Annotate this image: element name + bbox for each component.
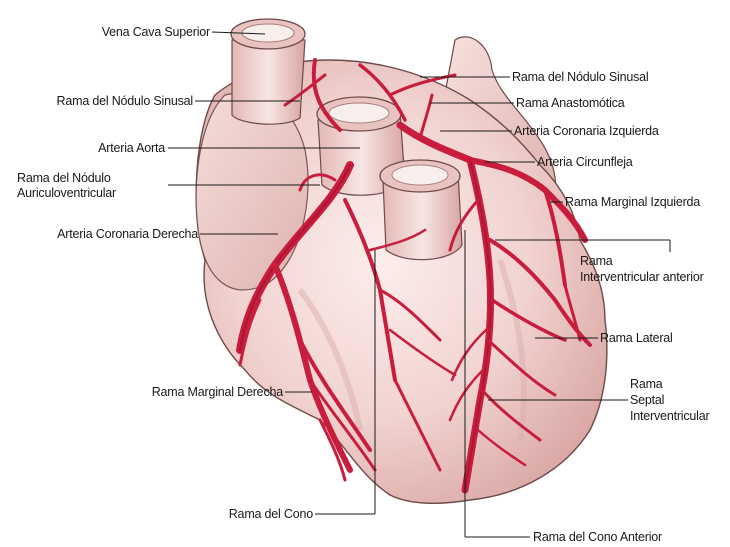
label-conus-branch: Rama del Cono <box>229 507 313 521</box>
label-right-coronary-artery: Arteria Coronaria Derecha <box>57 227 198 241</box>
label-left-marginal-branch: Rama Marginal Izquierda <box>565 195 700 209</box>
label-sinus-node-branch-left: Rama del Nódulo Sinusal <box>57 94 193 108</box>
label-av-node-branch-line1: Rama del Nódulo <box>17 171 111 185</box>
label-right-marginal-branch: Rama Marginal Derecha <box>152 385 283 399</box>
label-av-node-branch-line2: Auriculoventricular <box>17 186 116 200</box>
superior-vena-cava <box>232 40 305 124</box>
label-anterior-interventricular-line2: Interventricular anterior <box>580 270 704 284</box>
label-anterior-interventricular-line1: Rama <box>580 254 613 268</box>
label-circumflex-artery: Arteria Circunfleja <box>537 155 633 169</box>
label-conus-anterior-branch: Rama del Cono Anterior <box>533 530 662 544</box>
label-lateral-branch: Rama Lateral <box>600 331 673 345</box>
label-septal-branch-line1: Rama <box>630 377 663 391</box>
label-aorta: Arteria Aorta <box>98 141 165 155</box>
label-anastomotic-branch: Rama Anastomótica <box>516 96 624 110</box>
label-vena-cava-superior: Vena Cava Superior <box>102 25 210 39</box>
label-septal-branch-line3: Interventricular <box>630 409 709 423</box>
label-left-coronary-artery: Arteria Coronaria Izquierda <box>514 124 659 138</box>
label-septal-branch-line2: Septal <box>630 393 664 407</box>
label-sinus-node-branch-right: Rama del Nódulo Sinusal <box>512 70 648 84</box>
